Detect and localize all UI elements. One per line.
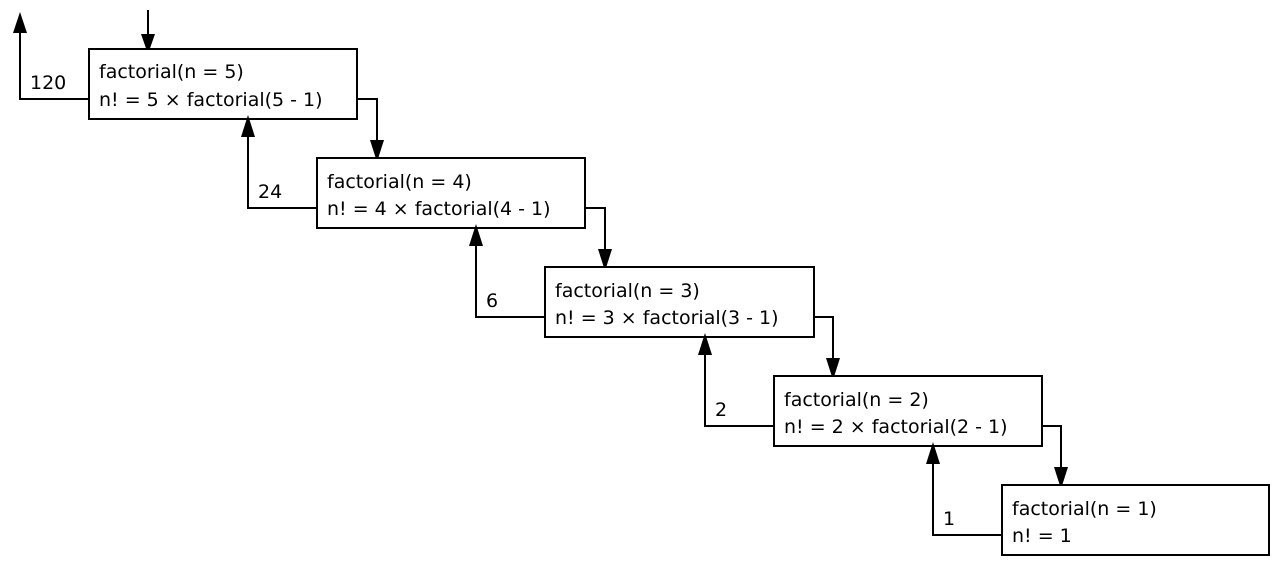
return-value-label: 120	[30, 72, 66, 94]
call-frame-2: factorial(n = 2) n! = 2 × factorial(2 - …	[773, 375, 1043, 447]
call-arrow-3-to-2	[814, 316, 840, 380]
call-arrow-2-to-1	[1042, 425, 1068, 489]
return-value-label: 24	[258, 181, 282, 203]
call-expression: n! = 5 × factorial(5 - 1)	[99, 89, 323, 111]
call-expression: n! = 4 × factorial(4 - 1)	[327, 198, 551, 220]
call-expression: n! = 1	[1012, 525, 1072, 547]
return-arrow-2: 2	[698, 333, 774, 427]
entry-arrow	[141, 10, 155, 54]
call-frame-box	[1001, 484, 1270, 556]
call-arrow-5-to-4	[357, 98, 384, 162]
return-arrow-5: 120	[13, 12, 89, 100]
call-frame-box	[773, 375, 1043, 447]
return-value-label: 2	[715, 399, 727, 421]
call-signature: factorial(n = 2)	[784, 389, 929, 411]
return-value-label: 6	[486, 290, 498, 312]
call-signature: factorial(n = 5)	[99, 61, 244, 83]
return-value-label: 1	[943, 508, 955, 530]
call-expression: n! = 2 × factorial(2 - 1)	[784, 416, 1008, 438]
call-expression: n! = 3 × factorial(3 - 1)	[555, 307, 779, 329]
call-frame-box	[316, 157, 586, 229]
call-frame-box	[544, 266, 815, 338]
call-frame-5: factorial(n = 5) n! = 5 × factorial(5 - …	[88, 48, 358, 120]
call-frame-4: factorial(n = 4) n! = 4 × factorial(4 - …	[316, 157, 586, 229]
call-frame-1: factorial(n = 1) n! = 1	[1001, 484, 1270, 556]
call-signature: factorial(n = 3)	[555, 280, 700, 302]
call-signature: factorial(n = 1)	[1012, 498, 1157, 520]
call-frame-box	[88, 48, 358, 120]
call-arrow-4-to-3	[585, 207, 612, 271]
return-arrow-1: 1	[926, 442, 1002, 536]
return-arrow-4: 24	[241, 115, 317, 209]
call-signature: factorial(n = 4)	[327, 171, 472, 193]
call-frame-3: factorial(n = 3) n! = 3 × factorial(3 - …	[544, 266, 815, 338]
return-arrow-3: 6	[469, 224, 545, 318]
